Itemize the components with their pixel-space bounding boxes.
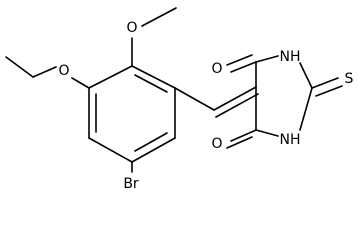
molecule-diagram: O O Br O O NH NH S (5, 7, 354, 192)
bond-thione-2 (315, 85, 343, 97)
bromine-label: Br (123, 176, 139, 192)
bond-c4-n3 (255, 55, 279, 63)
nh-bottom-label: NH (280, 132, 301, 148)
bond-ethoxy-ch3 (5, 56, 34, 78)
bond-carbonyl-top-1 (230, 61, 257, 73)
bond-c2-n1 (299, 87, 313, 131)
bond-n1-c6 (255, 129, 279, 137)
carbonyl-oxygen-bottom-label: O (211, 136, 222, 152)
methoxy-oxygen-label: O (126, 20, 137, 36)
bond-carbonyl-bottom-2 (226, 136, 253, 149)
bond-thione-1 (311, 77, 339, 89)
molecule-structure: O O Br O O NH NH S (5, 7, 354, 192)
bond-ring-1 (131, 65, 176, 89)
bond-aryl-ethoxy (71, 77, 90, 89)
bond-ring-inner-2 (134, 132, 168, 152)
bond-ring-inner-1 (134, 74, 168, 93)
bond-carbonyl-top-2 (226, 54, 253, 66)
bond-ring-3 (131, 137, 176, 163)
bond-ring-6 (88, 65, 133, 89)
bond-carbonyl-bottom-1 (230, 129, 257, 142)
bond-methine-ring (213, 86, 257, 111)
nh-top-label: NH (280, 49, 301, 65)
bond-n3-c2 (299, 62, 313, 89)
bond-methine-ring-double (215, 93, 259, 118)
bond-ethoxy-ch2 (32, 66, 57, 78)
bond-methoxy-methyl (141, 7, 177, 27)
carbonyl-oxygen-top-label: O (211, 61, 222, 77)
bond-aryl-methine (174, 87, 215, 111)
bond-ring-4 (88, 137, 133, 163)
ethoxy-oxygen-label: O (58, 63, 69, 79)
thione-sulfur-label: S (345, 71, 354, 87)
